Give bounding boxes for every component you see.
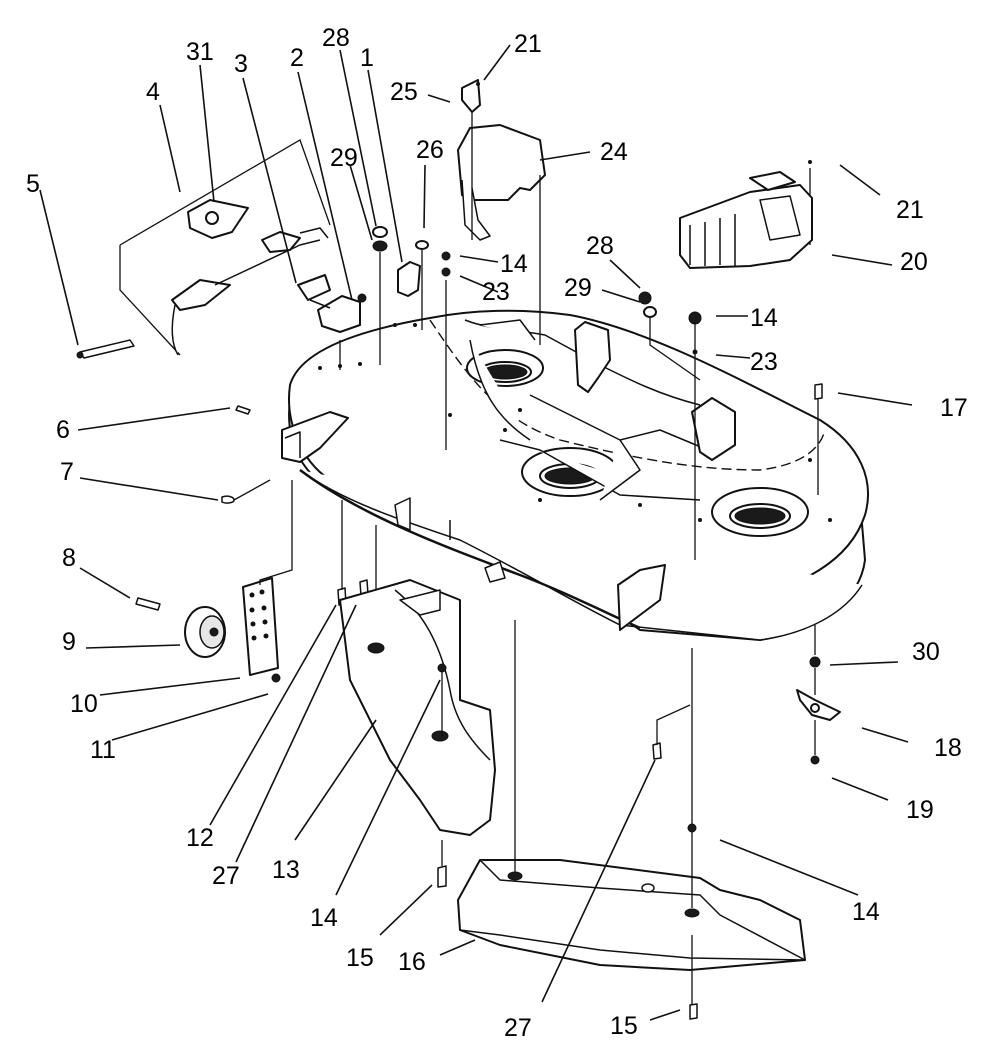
- callout-29: 29: [564, 274, 592, 302]
- callout-19: 19: [906, 796, 934, 824]
- callout-8: 8: [62, 544, 76, 572]
- mower-deck-housing: [281, 309, 869, 641]
- callout-6: 6: [56, 416, 70, 444]
- callout-12: 12: [186, 824, 214, 852]
- callout-27: 27: [212, 862, 240, 890]
- callout-10: 10: [70, 690, 98, 718]
- callout-28: 28: [586, 232, 614, 260]
- callout-28: 28: [322, 24, 350, 52]
- callout-23: 23: [750, 348, 778, 376]
- callout-13: 13: [272, 856, 300, 884]
- callout-14: 14: [310, 904, 338, 932]
- left-hardware: [135, 405, 377, 683]
- right-hardware: [796, 383, 841, 765]
- callout-26: 26: [416, 136, 444, 164]
- rear-baffle: [457, 620, 806, 1020]
- left-baffle: [339, 579, 496, 888]
- leader-lines: [39, 44, 913, 1021]
- callout-1: 1: [360, 44, 374, 72]
- callout-7: 7: [60, 458, 74, 486]
- callout-16: 16: [398, 948, 426, 976]
- callout-17: 17: [940, 394, 968, 422]
- callout-3: 3: [234, 50, 248, 78]
- callout-21: 21: [514, 30, 542, 58]
- callout-15: 15: [346, 944, 374, 972]
- callout-9: 9: [62, 628, 76, 656]
- callout-11: 11: [90, 736, 116, 764]
- callout-18: 18: [934, 734, 962, 762]
- callout-21: 21: [896, 196, 924, 224]
- callout-24: 24: [600, 138, 628, 166]
- belt-guard: [457, 79, 546, 345]
- callout-29: 29: [330, 144, 358, 172]
- callout-4: 4: [146, 78, 160, 106]
- callout-27: 27: [504, 1014, 532, 1042]
- belt-cover-assembly: [76, 139, 367, 359]
- callout-20: 20: [900, 248, 928, 276]
- callout-14: 14: [750, 304, 778, 332]
- discharge-chute: [679, 171, 813, 269]
- callout-15: 15: [610, 1012, 638, 1040]
- callout-labels: 31 3 2 28 1 21 4 5 29 26 25 24 14 23 28 …: [26, 24, 968, 1042]
- callout-30: 30: [912, 638, 940, 666]
- callout-14: 14: [852, 898, 880, 926]
- callout-2: 2: [290, 44, 304, 72]
- callout-5: 5: [26, 170, 40, 198]
- callout-31: 31: [186, 38, 214, 66]
- callout-23: 23: [482, 278, 510, 306]
- top-hardware: [339, 160, 819, 560]
- callout-25: 25: [390, 78, 418, 106]
- callout-14: 14: [500, 250, 528, 278]
